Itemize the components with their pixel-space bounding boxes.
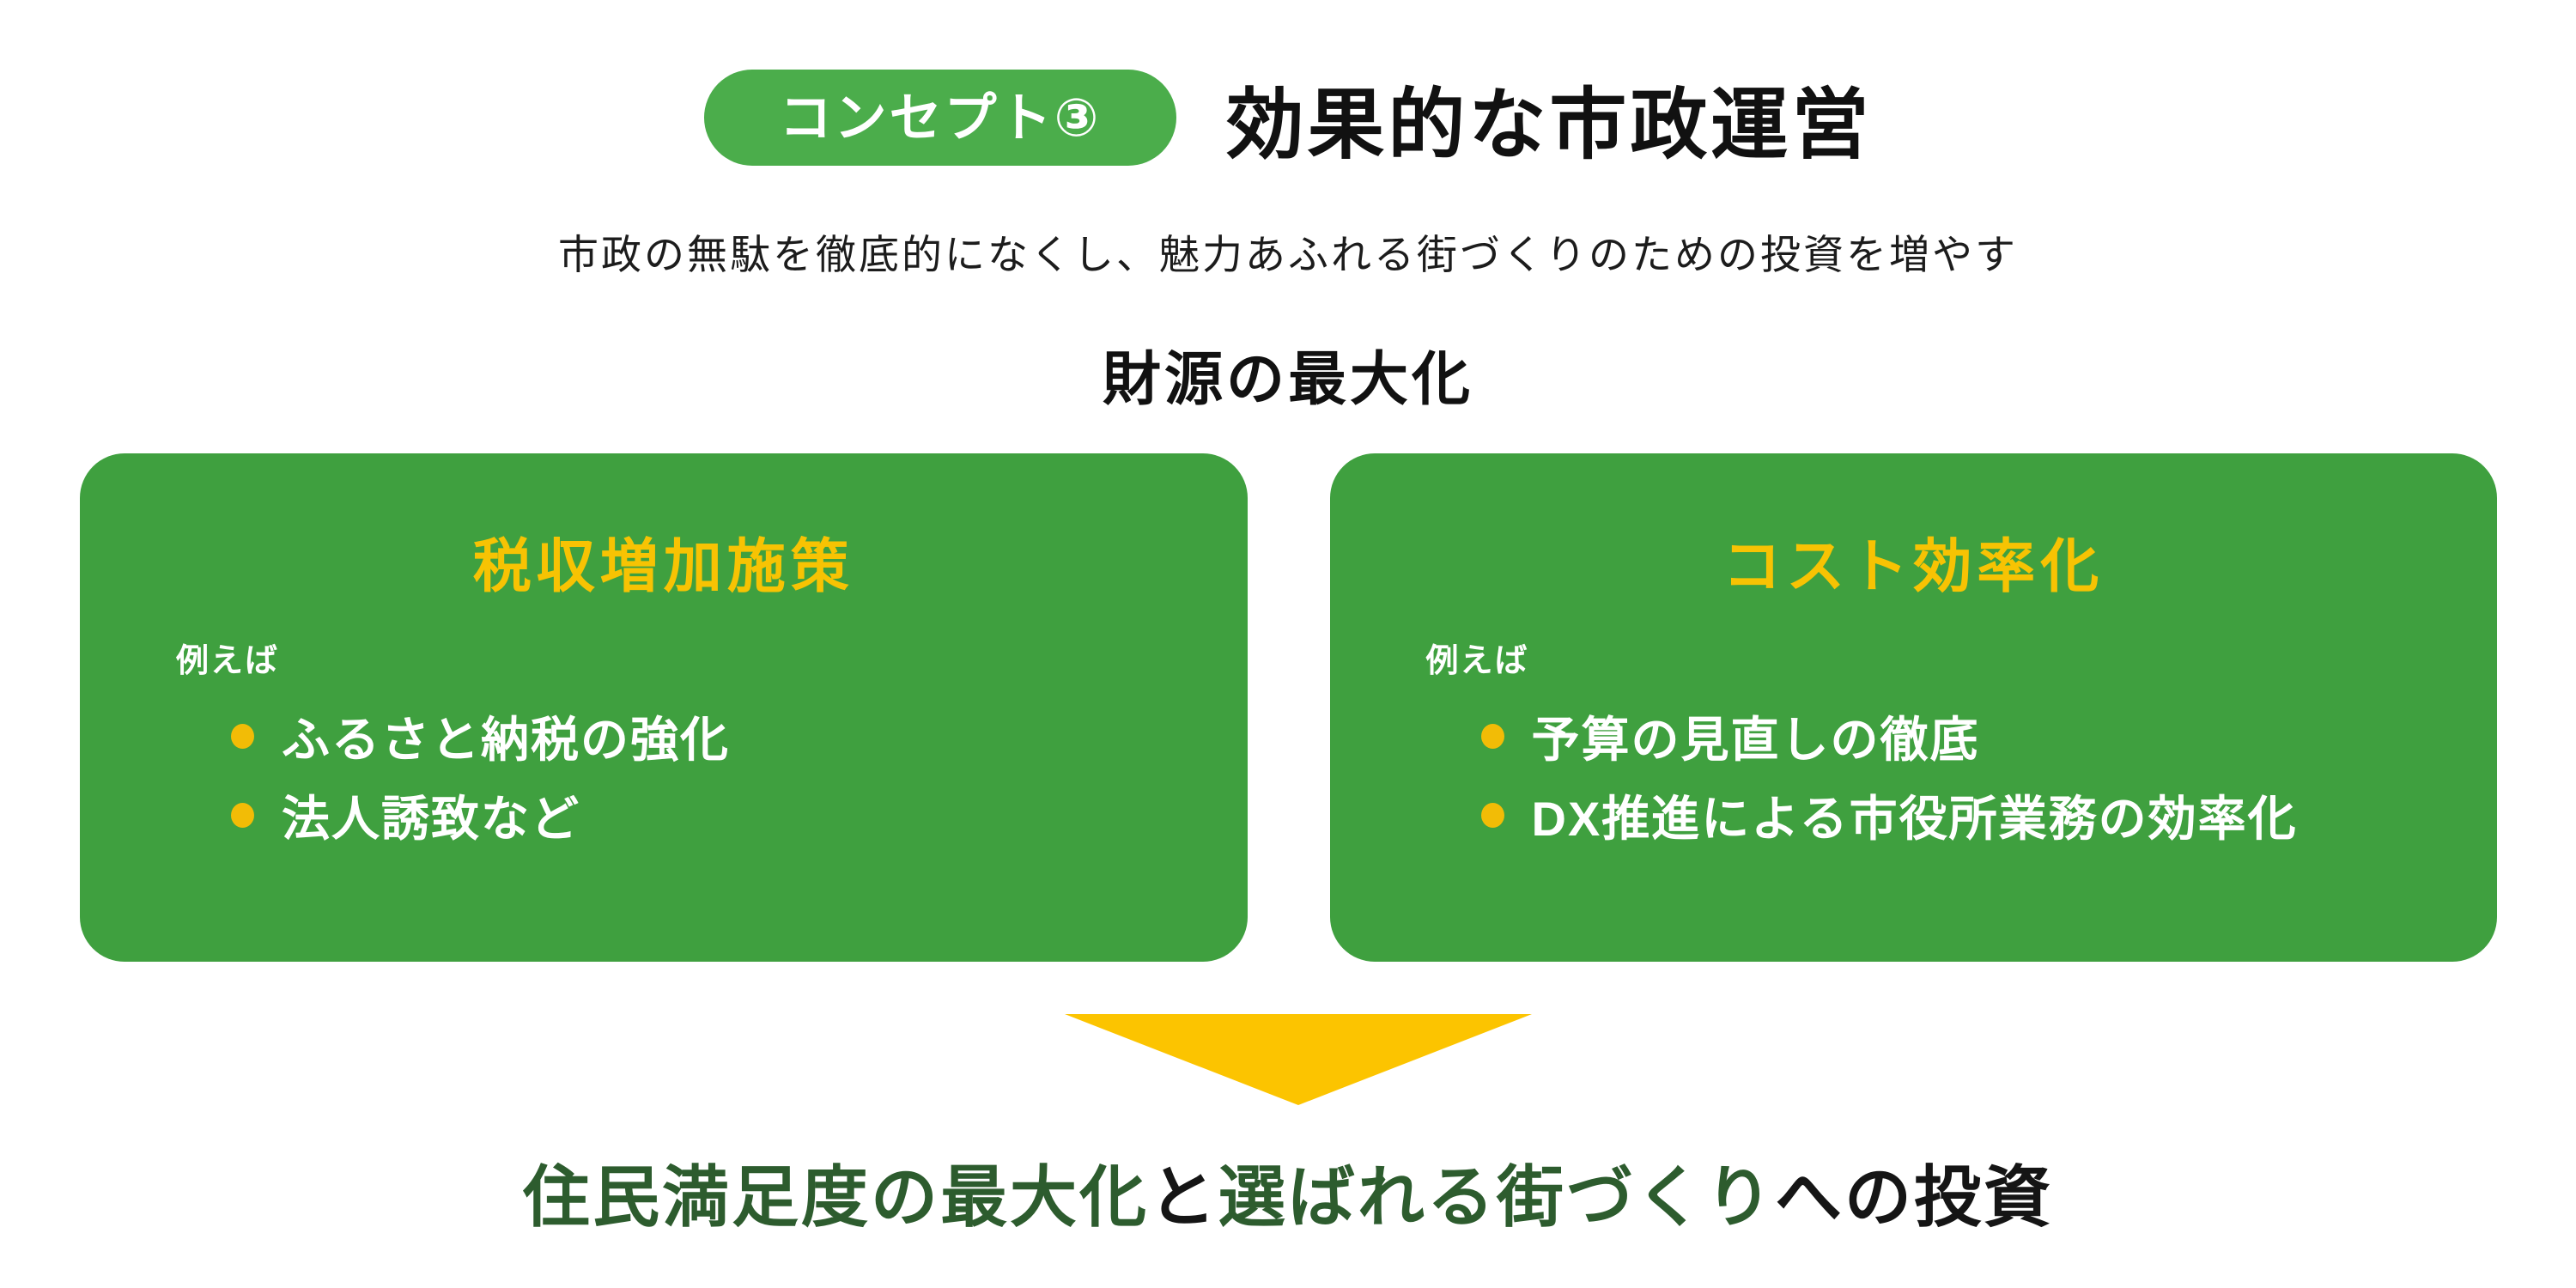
tax-revenue-box-title: 税収増加施策 [472,534,854,599]
cost-efficiency-box: コスト効率化 例えば 予算の見直しの徹底 DX推進による市役所業務の効率化 [1329,453,2497,962]
example-label: 例えば [1425,643,1529,679]
bullet-text: 予算の見直しの徹底 [1531,712,1980,767]
bullet-dot-icon [231,723,254,749]
subtitle: 市政の無駄を徹底的になくし、魅力あふれる街づくりのための投資を増やす [558,232,2018,277]
boxes-row: 税収増加施策 例えば ふるさと納税の強化 法人誘致など コスト効率化 例えば 予… [80,453,2497,962]
conclusion-segment: 選ばれる街づくり [1218,1159,1776,1235]
conclusion-text: 住民満足度の最大化と選ばれる街づくりへの投資 [0,1144,2576,1240]
concept-badge: コンセプト③ [703,70,1177,166]
bullet-dot-icon [231,802,254,828]
list-item: DX推進による市役所業務の効率化 [1480,783,2298,847]
example-label: 例えば [176,643,280,679]
header: コンセプト③ 効果的な市政運営 [0,62,2576,173]
conclusion-segment: への投資 [1775,1159,2054,1235]
bullet-text: 法人誘致など [282,791,580,846]
page-title: 効果的な市政運営 [1226,82,1873,168]
list-item: 法人誘致など [231,783,730,847]
conclusion-segment: と [1148,1159,1218,1235]
list-item: ふるさと納税の強化 [231,704,730,768]
bullet-text: ふるさと納税の強化 [282,712,730,767]
section-heading: 財源の最大化 [1102,347,1473,412]
cost-efficiency-box-title: コスト効率化 [1722,534,2105,599]
bullet-dot-icon [1480,802,1504,828]
bullet-text: DX推進による市役所業務の効率化 [1531,791,2298,846]
down-arrow-icon [1065,1014,1532,1105]
bullet-list: 予算の見直しの徹底 DX推進による市役所業務の効率化 [1480,704,2298,847]
bullet-list: ふるさと納税の強化 法人誘致など [231,704,730,847]
list-item: 予算の見直しの徹底 [1480,704,2298,768]
tax-revenue-box: 税収増加施策 例えば ふるさと納税の強化 法人誘致など [80,453,1248,962]
bullet-dot-icon [1480,723,1504,749]
conclusion-segment: 住民満足度の最大化 [522,1159,1149,1235]
